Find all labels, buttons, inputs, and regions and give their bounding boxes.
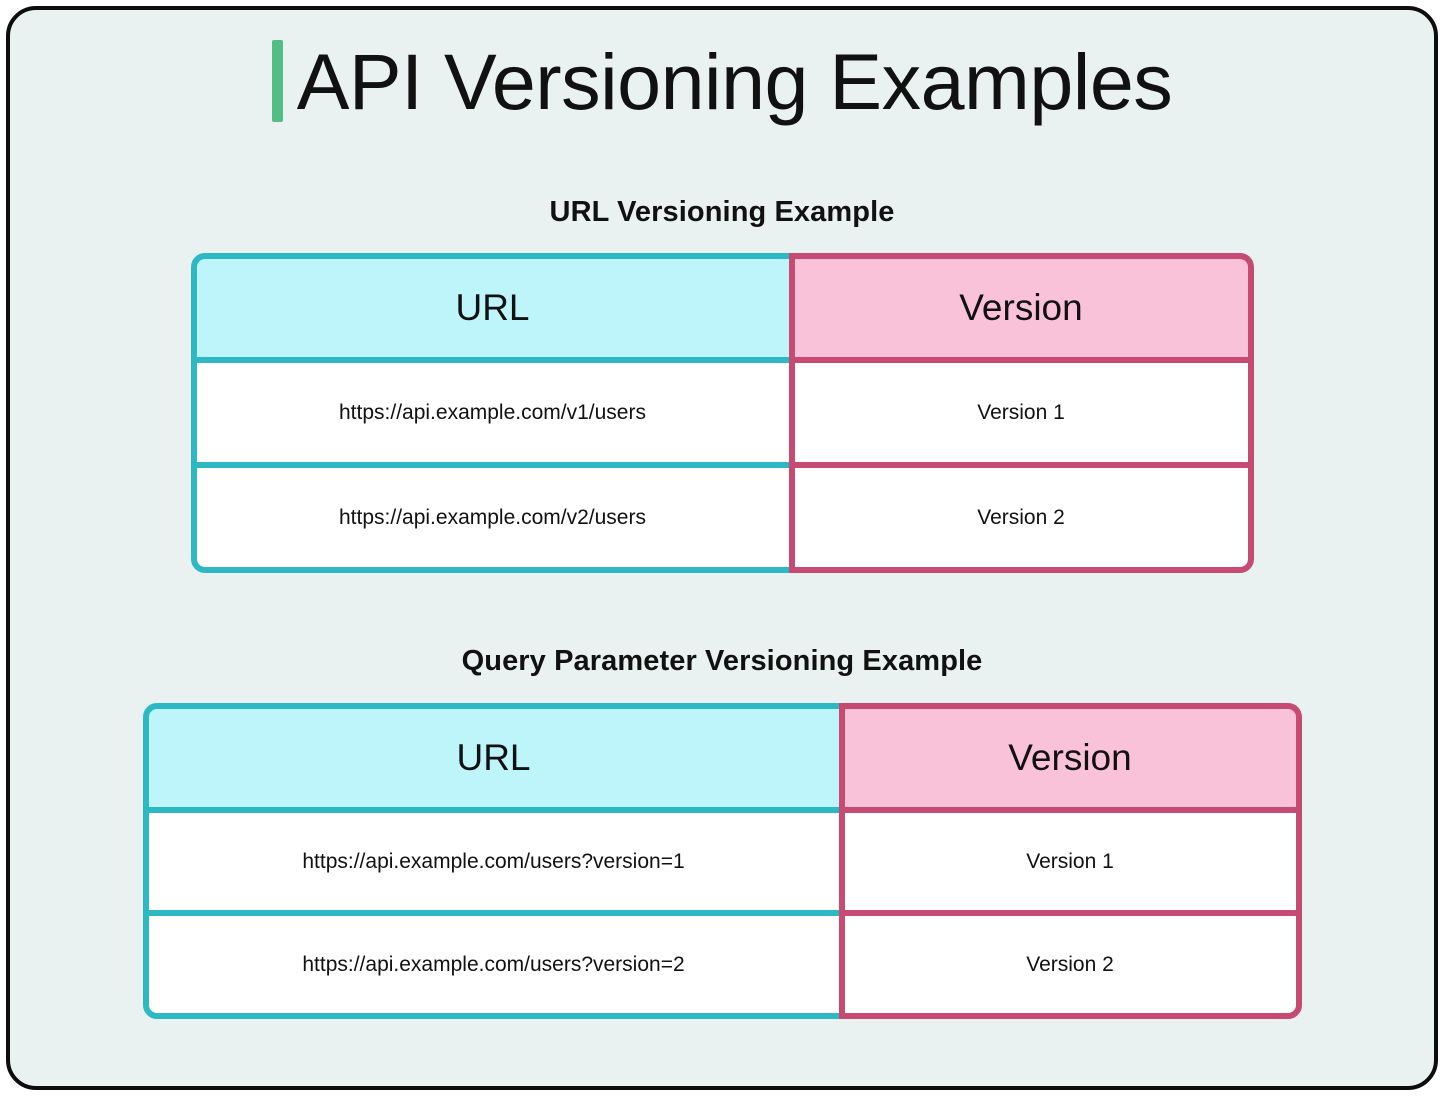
table-wrap-url-versioning: URL https://api.example.com/v1/users htt…	[10, 229, 1434, 573]
section-title-url-versioning: URL Versioning Example	[549, 196, 895, 228]
table-row: Version 1	[788, 357, 1254, 468]
cell-url-v2: https://api.example.com/v2/users	[339, 505, 646, 529]
cell-url-query-2: https://api.example.com/users?version=2	[302, 952, 685, 976]
title-accent-bar-icon	[271, 40, 283, 122]
table-row: https://api.example.com/v2/users	[190, 462, 795, 573]
table-row: https://api.example.com/users?version=2	[142, 910, 845, 1019]
table-row: https://api.example.com/users?version=1	[142, 807, 845, 916]
column-header-version-label: Version	[959, 287, 1083, 328]
column-header-url-label: URL	[455, 287, 530, 328]
cell-version-2: Version 2	[1026, 952, 1114, 976]
column-header-version: Version	[838, 703, 1302, 813]
table-column-version: Version Version 1 Version 2	[838, 703, 1302, 1019]
cell-version-2: Version 2	[977, 505, 1065, 529]
table-column-url: URL https://api.example.com/users?versio…	[142, 703, 845, 1019]
column-header-url: URL	[190, 253, 795, 363]
page-title-text: API Versioning Examples	[296, 36, 1173, 126]
cell-version-1: Version 1	[977, 400, 1065, 424]
cell-url-v1: https://api.example.com/v1/users	[339, 400, 646, 424]
column-header-url-label: URL	[456, 737, 531, 778]
column-header-version: Version	[788, 253, 1254, 363]
cell-url-query-1: https://api.example.com/users?version=1	[302, 849, 685, 873]
table-query-parameter-versioning: URL https://api.example.com/users?versio…	[142, 703, 1302, 1019]
cell-version-1: Version 1	[1026, 849, 1114, 873]
column-header-version-label: Version	[1008, 737, 1132, 778]
column-header-url: URL	[142, 703, 845, 813]
table-row: Version 2	[838, 910, 1302, 1019]
table-row: Version 1	[838, 807, 1302, 916]
table-column-url: URL https://api.example.com/v1/users htt…	[190, 253, 795, 573]
poster-frame: API Versioning Examples URL Versioning E…	[6, 6, 1438, 1090]
table-row: https://api.example.com/v1/users	[190, 357, 795, 468]
page-title: API Versioning Examples	[10, 40, 1434, 122]
table-wrap-query-parameter-versioning: URL https://api.example.com/users?versio…	[10, 678, 1434, 1019]
table-row: Version 2	[788, 462, 1254, 573]
section-title-query-parameter-versioning: Query Parameter Versioning Example	[461, 645, 983, 677]
table-column-version: Version Version 1 Version 2	[788, 253, 1254, 573]
table-url-versioning: URL https://api.example.com/v1/users htt…	[190, 253, 1254, 573]
